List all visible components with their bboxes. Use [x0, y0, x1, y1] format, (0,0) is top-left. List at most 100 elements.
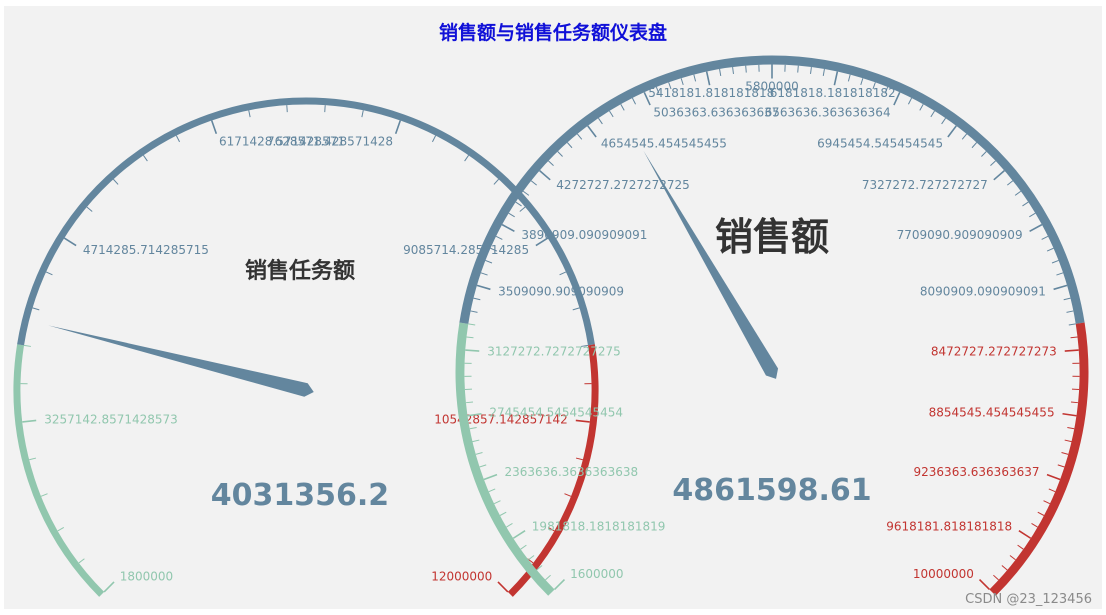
gauge-1-minor-tick — [1068, 323, 1076, 326]
gauge-1-tick-label: 2363636.3636363638 — [505, 465, 639, 479]
gauge-1-minor-tick — [1066, 310, 1074, 313]
gauge-1-minor-tick — [620, 103, 625, 111]
gauge-0-minor-tick — [575, 457, 583, 461]
gauge-1-minor-tick — [508, 212, 515, 218]
gauge-1-minor-tick — [557, 151, 563, 157]
gauge-1-minor-tick — [822, 68, 825, 76]
gauge-1-needle — [643, 150, 779, 379]
gauge-1-minor-tick — [473, 297, 481, 301]
gauge-1-minor-tick — [468, 323, 476, 326]
gauge-1-major-tick — [1046, 473, 1061, 481]
gauge-0-tick-label: 12000000 — [431, 569, 492, 583]
gauge-0-major-tick — [535, 237, 549, 247]
gauge-1-minor-tick — [930, 110, 935, 118]
gauge-1-minor-tick — [631, 97, 637, 105]
gauge-0-minor-tick — [431, 135, 437, 143]
gauge-1-minor-tick — [469, 426, 477, 430]
gauge-1-tick-label: 1981818.1818181819 — [532, 519, 666, 533]
gauge-1-minor-tick — [520, 544, 527, 550]
gauge-1-minor-tick — [847, 74, 851, 82]
gauge-1-minor-tick — [1043, 500, 1051, 505]
gauge-1-major-tick — [539, 170, 551, 181]
gauge-0-minor-tick — [40, 493, 48, 497]
gauge-0-name: 销售任务额 — [245, 258, 355, 284]
gauge-0-minor-tick — [519, 206, 526, 212]
gauge-1-tick-label: 7709090.909090909 — [897, 228, 1023, 242]
watermark: CSDN @23_123456 — [965, 592, 1092, 607]
gauge-1-minor-tick — [499, 511, 507, 516]
gauge-1-tick-label: 3890909.090909091 — [521, 228, 647, 242]
gauge-1-major-tick — [1018, 530, 1032, 539]
gauge-1-minor-tick — [941, 117, 946, 125]
gauge-1-major-tick — [833, 71, 839, 86]
gauge-0-minor-tick — [547, 527, 555, 532]
gauge-0-tick-label: 3257142.8571428573 — [44, 413, 178, 427]
gauge-0-major-tick — [103, 581, 115, 593]
gauge-1-minor-tick — [465, 401, 474, 404]
gauge-1-minor-tick — [745, 65, 747, 73]
gauge-1-axis-band-1 — [459, 55, 1085, 324]
gauge-1-tick-label: 2745454.5454545454 — [489, 406, 623, 420]
gauge-0-minor-tick — [559, 271, 567, 276]
gauge-1-minor-tick — [475, 452, 483, 455]
gauge-1-minor-tick — [470, 310, 478, 313]
gauge-1-major-tick — [947, 125, 957, 138]
gauge-0-minor-tick — [113, 178, 119, 185]
gauge-1-minor-tick — [1070, 336, 1078, 339]
gauge-1-minor-tick — [528, 555, 535, 561]
gauge-1-tick-label: 5418181.818181818 — [648, 86, 774, 100]
gauge-0-minor-tick — [86, 206, 93, 212]
gauge-0-minor-tick — [78, 558, 85, 564]
gauge-1-major-tick — [978, 578, 991, 591]
gauge-0-minor-tick — [45, 271, 53, 276]
gauge-1-minor-tick — [668, 82, 672, 90]
gauge-1-major-tick — [587, 125, 597, 138]
gauge-1-major-tick — [893, 91, 901, 106]
gauge-1-minor-tick — [1037, 511, 1045, 516]
gauge-1-minor-tick — [493, 500, 501, 505]
gauge-0-minor-tick — [143, 155, 148, 162]
gauge-1-major-tick — [1062, 412, 1077, 417]
gauge-1-minor-tick — [1064, 439, 1072, 443]
gauge-1-minor-tick — [1046, 247, 1054, 252]
gauge-0-minor-tick — [175, 135, 181, 143]
gauge-1-minor-tick — [609, 110, 614, 118]
gauge-0-minor-tick — [248, 110, 251, 118]
gauge-1-minor-tick — [495, 235, 503, 240]
gauge-1-tick-label: 5036363.636363637 — [653, 105, 779, 119]
gauge-1-tick-label: 5800000 — [745, 80, 798, 94]
gauge-1-minor-tick — [993, 574, 999, 581]
gauge-0-value: 4031356.2 — [211, 478, 389, 513]
gauge-0-minor-tick — [361, 110, 364, 118]
gauge-1-minor-tick — [1063, 297, 1071, 301]
gauge-1-value: 4861598.61 — [672, 473, 871, 508]
gauge-1-minor-tick — [1009, 555, 1016, 561]
gauge-1-minor-tick — [548, 160, 554, 167]
gauge-1-minor-tick — [490, 247, 498, 252]
gauge-1-minor-tick — [719, 68, 722, 76]
gauge-1-major-tick — [501, 223, 515, 233]
gauge-1-minor-tick — [1067, 426, 1075, 430]
gauge-1-major-tick — [476, 284, 491, 291]
gauge-1-minor-tick — [480, 272, 488, 276]
gauge-1-minor-tick — [961, 133, 968, 140]
gauge-1-axis-band-0 — [455, 322, 555, 596]
gauge-1-tick-label: 6181818.181818182 — [770, 86, 896, 100]
gauge-1-minor-tick — [522, 190, 530, 196]
gauge-1-minor-tick — [472, 439, 480, 443]
gauge-1-major-tick — [1029, 223, 1043, 233]
gauge-1-minor-tick — [1056, 272, 1064, 276]
gauge-1-major-tick — [553, 578, 566, 591]
gauge-0-tick-label: 7628571.428571428 — [267, 134, 393, 148]
gauge-0-minor-tick — [23, 344, 32, 347]
gauge-1-minor-tick — [680, 78, 684, 86]
gauge-1-minor-tick — [1007, 180, 1014, 186]
gauge-1-minor-tick — [872, 82, 876, 90]
gauge-0-tick-label: 1800000 — [120, 569, 173, 583]
gauge-1-tick-label: 6945454.545454545 — [817, 136, 943, 150]
gauge-1-major-tick — [512, 530, 526, 539]
gauge-1-minor-tick — [971, 142, 978, 149]
gauge-1-minor-tick — [981, 151, 987, 157]
gauge-1-minor-tick — [1017, 544, 1024, 550]
